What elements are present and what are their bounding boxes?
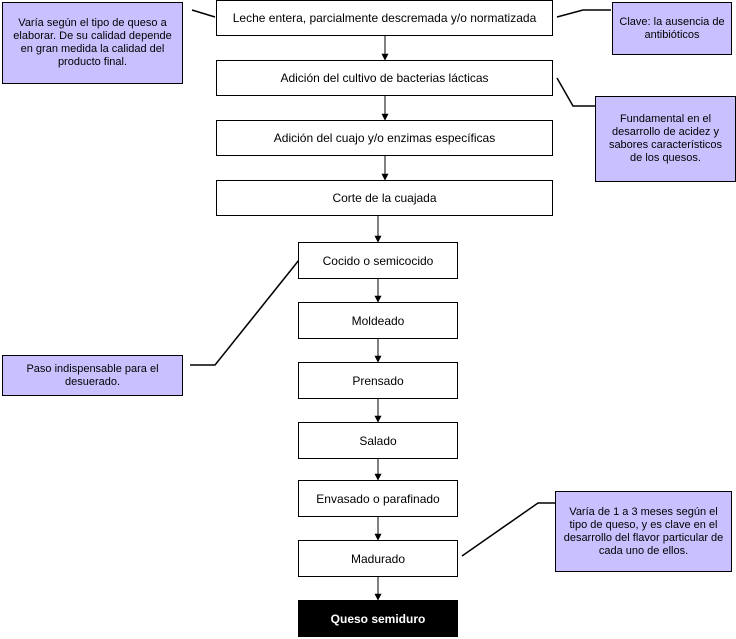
note-acidez: Fundamental en el desarrollo de acidez y… (595, 96, 736, 182)
step-envasado: Envasado o parafinado (298, 480, 458, 517)
step-cultivo: Adición del cultivo de bacterias láctica… (216, 60, 553, 96)
callout-leaders (190, 9, 611, 557)
flow-arrows (374, 36, 389, 601)
note-antibioticos: Clave: la ausencia de antibióticos (612, 2, 732, 55)
step-cocido: Cocido o semicocido (298, 242, 458, 279)
step-moldeado: Moldeado (298, 302, 458, 339)
step-queso-semiduro: Queso semiduro (298, 600, 458, 637)
step-salado: Salado (298, 422, 458, 459)
step-leche: Leche entera, parcialmente descremada y/… (216, 0, 553, 36)
note-madurado: Varía de 1 a 3 meses según el tipo de qu… (555, 491, 732, 572)
note-tipo-queso: Varía según el tipo de queso a elaborar.… (2, 2, 183, 84)
step-corte: Corte de la cuajada (216, 180, 553, 216)
step-prensado: Prensado (298, 362, 458, 399)
note-desuerado: Paso indispensable para el desuerado. (2, 355, 183, 396)
step-cuajo: Adición del cuajo y/o enzimas específica… (216, 120, 553, 156)
step-madurado: Madurado (298, 540, 458, 577)
